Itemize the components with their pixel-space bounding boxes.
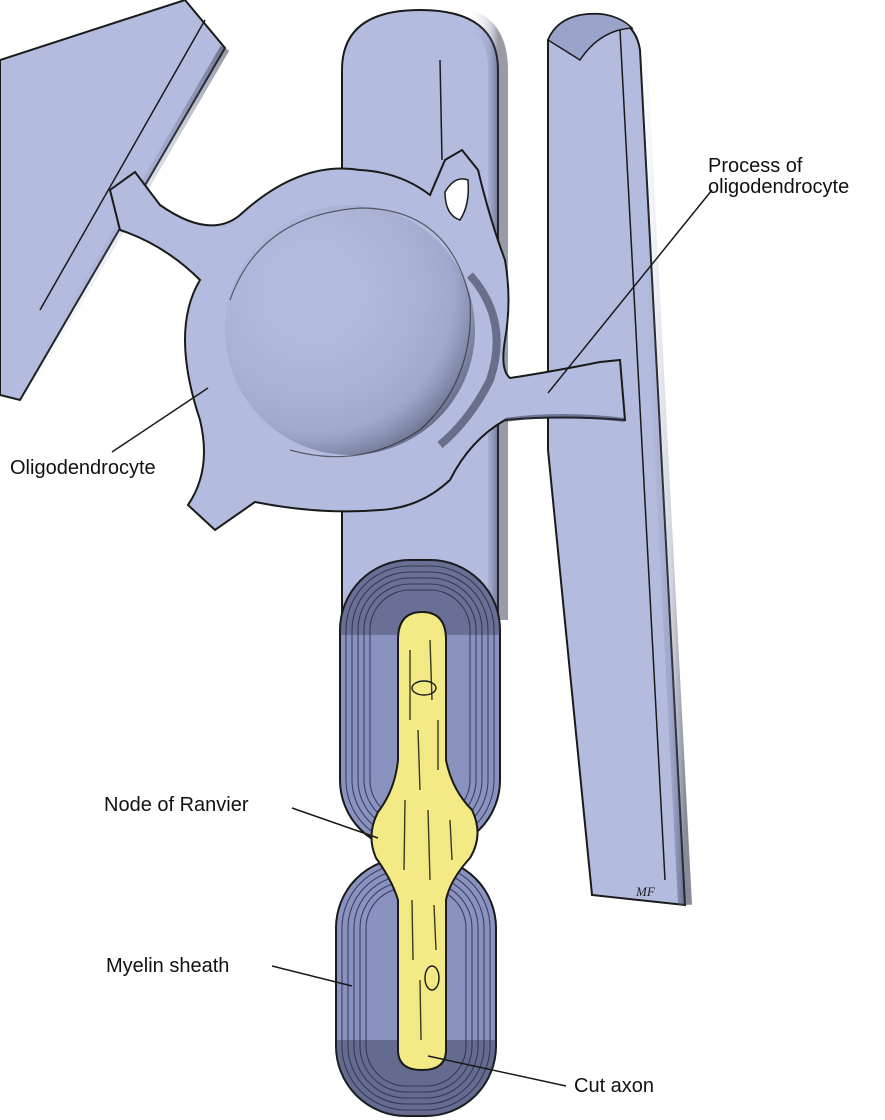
right-axon-fiber — [547, 12, 692, 907]
label-process-line1: Process of — [708, 155, 803, 177]
cut-axon — [370, 610, 479, 1072]
label-node-of-ranvier: Node of Ranvier — [104, 794, 249, 816]
label-process-line2: oligodendrocyte — [708, 176, 850, 198]
leader-myelin — [271, 965, 353, 987]
label-myelin-sheath: Myelin sheath — [106, 955, 230, 977]
oligodendrocyte-cell — [108, 148, 627, 532]
label-cut-axon: Cut axon — [574, 1075, 655, 1097]
artist-signature: MF — [636, 884, 655, 899]
label-process-of-oligodendrocyte: Process of oligodendrocyte — [708, 156, 849, 198]
leader-process — [547, 189, 713, 394]
leader-axon — [427, 1055, 567, 1087]
label-oligodendrocyte: Oligodendrocyte — [10, 457, 156, 479]
leader-oligodendrocyte — [111, 387, 209, 453]
leader-node — [291, 807, 379, 839]
leader-lines — [111, 189, 713, 1087]
